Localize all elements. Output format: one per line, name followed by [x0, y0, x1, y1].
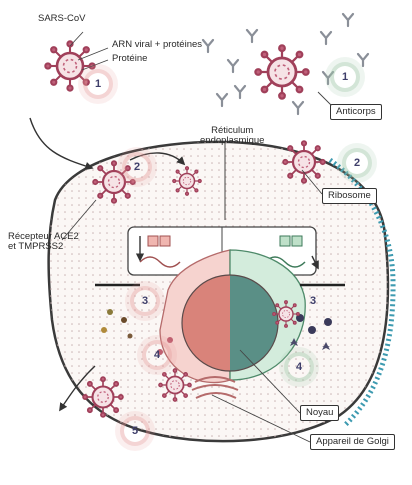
virus-particle [172, 166, 202, 196]
golgi-apparatus [191, 376, 239, 399]
label-recepteur: Récepteur ACE2 et TMPRSS2 [8, 231, 79, 253]
virus-particle [82, 376, 124, 418]
label-proteine: Protéine [112, 53, 148, 64]
label-anticorps: Anticorps [330, 104, 382, 121]
step-1-left: 1 [87, 73, 109, 95]
step-1-right: 1 [334, 66, 356, 88]
process-arrows [29, 117, 319, 412]
virus-particle [272, 300, 300, 328]
step-4-left: 4 [146, 344, 168, 366]
nucleus [181, 274, 279, 372]
step-5: 5 [124, 420, 146, 442]
step-2-right: 2 [346, 152, 368, 174]
virus-particle [158, 368, 192, 402]
viral-fragments-left [101, 309, 173, 355]
step-3-left: 3 [134, 290, 156, 312]
label-noyau: Noyau [300, 405, 340, 422]
label-arn-viral: ARN viral + protéines [112, 39, 203, 50]
step-4-right: 4 [288, 356, 310, 378]
label-golgi: Appareil de Golgi [310, 434, 395, 451]
step-2-left: 2 [126, 156, 148, 178]
cell-membrane-teal [328, 157, 396, 427]
leader-lines [61, 31, 333, 443]
label-reticulum: Réticulum endoplasmique [200, 125, 265, 147]
label-sars-cov: SARS-CoV [38, 13, 86, 24]
step-3-right: 3 [309, 295, 317, 307]
virus-particle [254, 44, 310, 100]
viral-fragments-right [290, 314, 332, 350]
virus-particle [282, 140, 326, 184]
label-ribosome: Ribosome [322, 188, 377, 205]
